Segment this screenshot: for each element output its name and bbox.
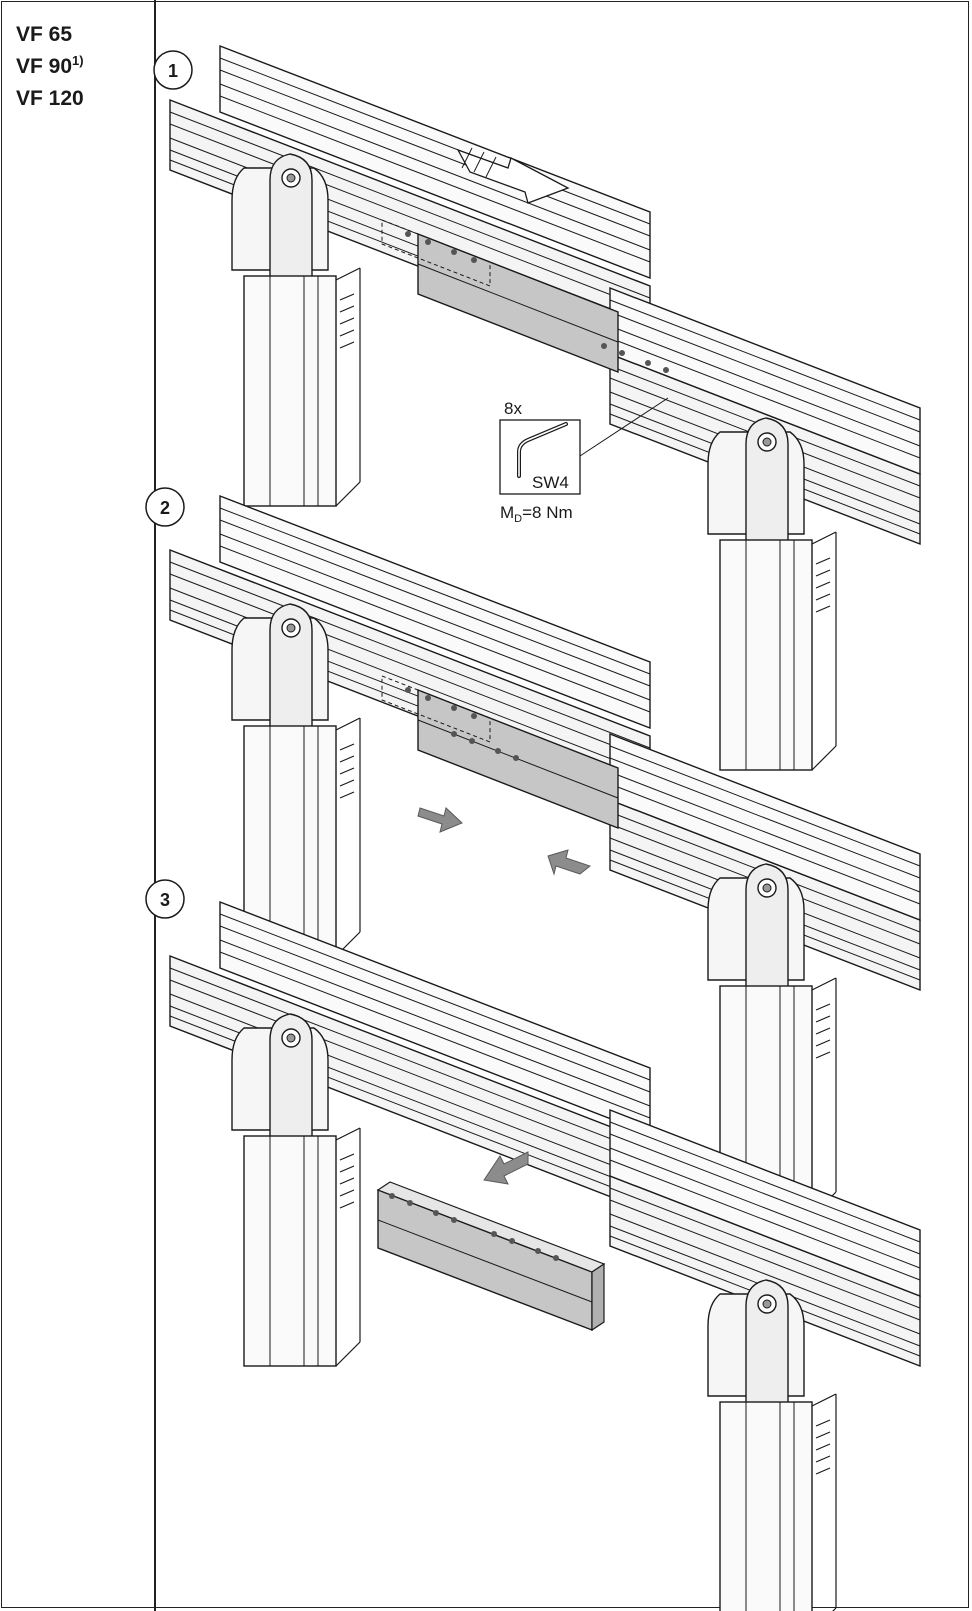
callout-tool: SW4: [532, 473, 569, 492]
model-name: VF 65: [16, 23, 73, 46]
step-2-illustration: 2: [145, 487, 921, 1217]
step-1-number: 1: [168, 61, 178, 81]
step-2-badge: [145, 487, 185, 527]
tool-callout: 8x SW4 MD=8 Nm: [499, 397, 669, 525]
step-3-badge: [145, 879, 185, 919]
step-2-number: 2: [160, 498, 170, 518]
removed-joint-connector: [376, 1181, 606, 1332]
slide-arrow-right: [547, 849, 592, 876]
column-divider: [154, 0, 156, 1611]
step-1-badge: [153, 50, 193, 90]
remove-arrow: [483, 1151, 529, 1185]
callout-quantity: 8x: [504, 399, 522, 418]
callout-leader-line: [579, 397, 669, 457]
step-3-number: 3: [160, 890, 170, 910]
model-list: VF 65 VF 901) VF 120: [16, 16, 84, 112]
slide-arrow-left: [417, 807, 463, 833]
model-name: VF 120: [16, 87, 84, 110]
model-label: VF 120: [16, 80, 84, 112]
support-bracket-right: [707, 1279, 837, 1611]
direction-arrow-hatched: [456, 147, 570, 204]
model-label: VF 65: [16, 16, 84, 48]
model-footnote: 1): [72, 53, 84, 68]
callout-torque: MD=8 Nm: [500, 503, 573, 525]
step-1-illustration: 1 8x SW4 MD=8 Nm: [153, 45, 921, 771]
model-label: VF 901): [16, 48, 84, 80]
step-3-illustration: 3: [145, 879, 921, 1611]
callout-box: [499, 419, 581, 495]
model-name: VF 90: [16, 55, 73, 78]
